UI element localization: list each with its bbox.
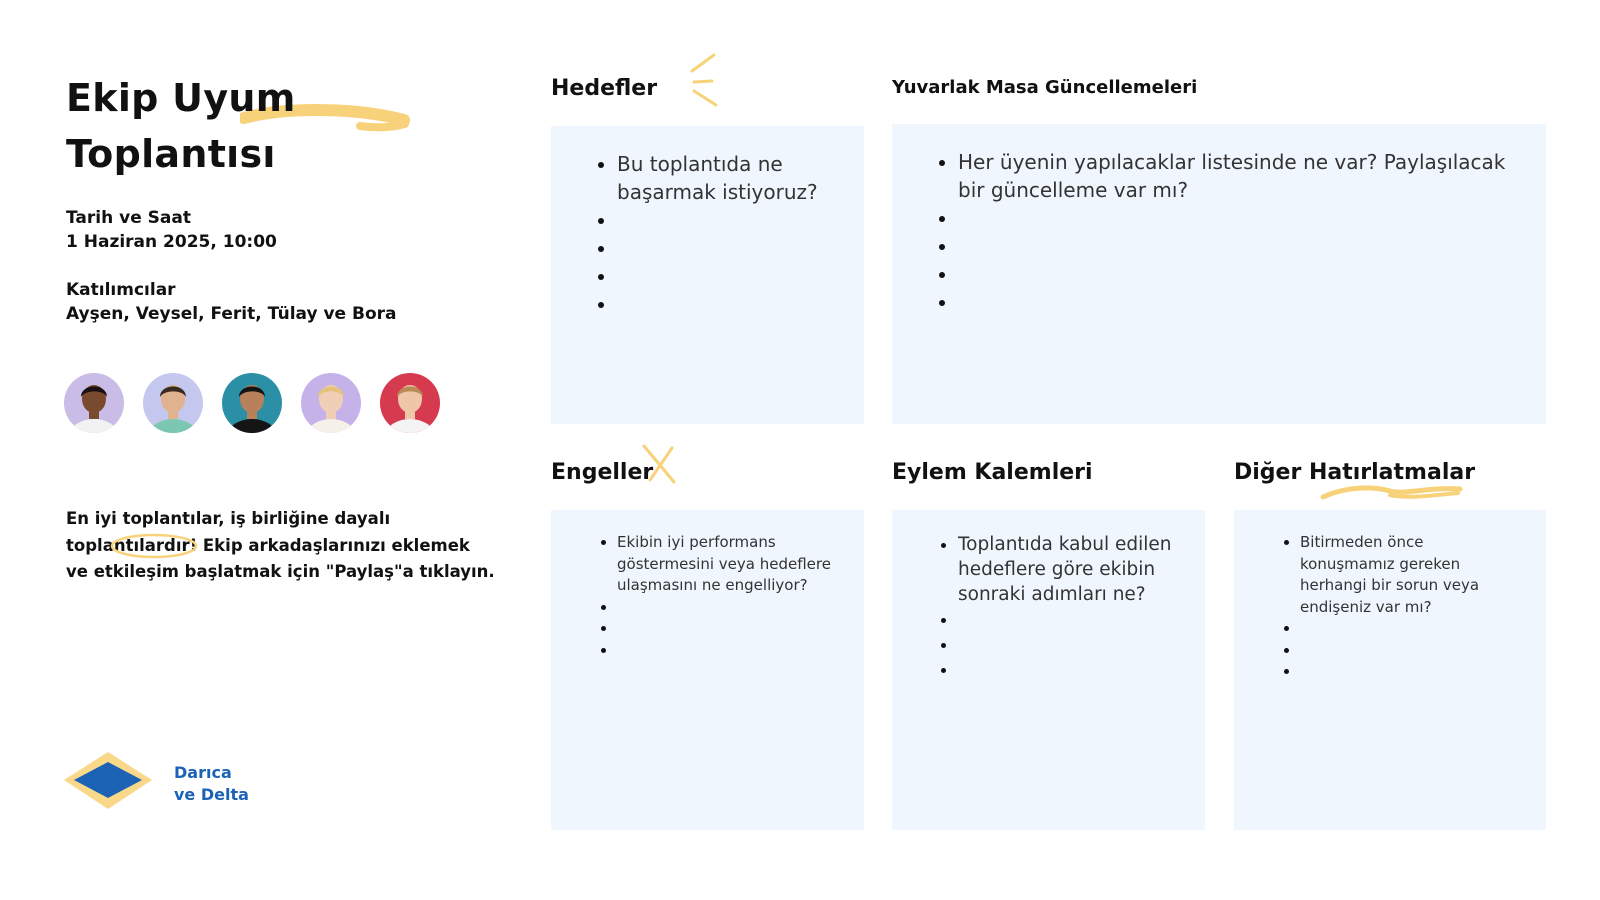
- list-item[interactable]: [617, 290, 846, 318]
- reminders-list: Bitirmeden önce konuşmamız gereken herha…: [1274, 532, 1522, 683]
- circle-highlight-decoration: [110, 533, 198, 559]
- goals-list: Bu toplantıda ne başarmak istiyoruz?: [591, 150, 846, 318]
- person-icon: [222, 373, 282, 433]
- obstacles-card[interactable]: Ekibin iyi performans göstermesini veya …: [551, 510, 864, 830]
- brush-stroke-decoration: [240, 104, 410, 132]
- date-value: 1 Haziran 2025, 10:00: [66, 232, 277, 252]
- list-item[interactable]: Ekibin iyi performans göstermesini veya …: [617, 532, 840, 597]
- list-item[interactable]: Bu toplantıda ne başarmak istiyoruz?: [617, 150, 846, 206]
- date-label: Tarih ve Saat: [66, 208, 191, 228]
- participant-avatar: [222, 373, 282, 433]
- obstacles-heading: Engeller: [551, 460, 654, 485]
- list-item[interactable]: [958, 288, 1528, 316]
- scribble-underline-decoration: [1320, 485, 1463, 500]
- participant-avatar: [380, 373, 440, 433]
- title-line-2: Toplantısı: [66, 132, 276, 176]
- participant-avatar: [143, 373, 203, 433]
- roundtable-heading: Yuvarlak Masa Güncellemeleri: [892, 77, 1198, 98]
- list-item[interactable]: [617, 618, 840, 640]
- list-item[interactable]: [958, 657, 1187, 682]
- list-item[interactable]: [617, 234, 846, 262]
- company-logo-icon: [64, 752, 152, 809]
- obstacles-list: Ekibin iyi performans göstermesini veya …: [591, 532, 840, 661]
- title-line-1: Ekip Uyum: [66, 76, 296, 120]
- person-icon: [301, 373, 361, 433]
- list-item[interactable]: [617, 206, 846, 234]
- person-icon: [64, 373, 124, 433]
- list-item[interactable]: [617, 262, 846, 290]
- goals-heading: Hedefler: [551, 76, 658, 101]
- list-item[interactable]: Toplantıda kabul edilen hedeflere göre e…: [958, 532, 1187, 607]
- page-title: Ekip Uyum Toplantısı: [66, 70, 296, 182]
- collaboration-tip: En iyi toplantılar, iş birliğine dayalı …: [66, 509, 495, 581]
- list-item[interactable]: [958, 204, 1528, 232]
- participant-avatars: [64, 373, 440, 433]
- list-item[interactable]: Her üyenin yapılacaklar listesinde ne va…: [958, 148, 1528, 204]
- list-item[interactable]: [1300, 640, 1522, 662]
- reminders-card[interactable]: Bitirmeden önce konuşmamız gereken herha…: [1234, 510, 1546, 830]
- list-item[interactable]: [958, 632, 1187, 657]
- company-name-line-1: Darıca: [174, 763, 232, 782]
- list-item[interactable]: [958, 232, 1528, 260]
- roundtable-list: Her üyenin yapılacaklar listesinde ne va…: [932, 148, 1528, 316]
- list-item[interactable]: [1300, 661, 1522, 683]
- participants-block: Katılımcılar Ayşen, Veysel, Ferit, Tülay…: [66, 278, 397, 326]
- person-icon: [143, 373, 203, 433]
- reminders-heading: Diğer Hatırlatmalar: [1234, 460, 1476, 485]
- list-item[interactable]: [958, 607, 1187, 632]
- date-block: Tarih ve Saat 1 Haziran 2025, 10:00: [66, 206, 277, 254]
- company-name: Darıca ve Delta: [174, 762, 249, 806]
- company-name-line-2: ve Delta: [174, 785, 249, 804]
- list-item[interactable]: [617, 640, 840, 662]
- spark-lines-decoration: [690, 53, 718, 107]
- participant-avatar: [64, 373, 124, 433]
- action-items-list: Toplantıda kabul edilen hedeflere göre e…: [932, 532, 1187, 682]
- roundtable-card[interactable]: Her üyenin yapılacaklar listesinde ne va…: [892, 124, 1546, 424]
- action-items-card[interactable]: Toplantıda kabul edilen hedeflere göre e…: [892, 510, 1205, 830]
- participants-value: Ayşen, Veysel, Ferit, Tülay ve Bora: [66, 304, 397, 324]
- participant-avatar: [301, 373, 361, 433]
- list-item[interactable]: [1300, 618, 1522, 640]
- list-item[interactable]: [958, 260, 1528, 288]
- action-items-heading: Eylem Kalemleri: [892, 460, 1093, 485]
- participants-label: Katılımcılar: [66, 280, 176, 300]
- list-item[interactable]: [617, 597, 840, 619]
- person-icon: [380, 373, 440, 433]
- list-item[interactable]: Bitirmeden önce konuşmamız gereken herha…: [1300, 532, 1522, 618]
- cross-mark-decoration: [642, 444, 676, 484]
- goals-card[interactable]: Bu toplantıda ne başarmak istiyoruz?: [551, 126, 864, 424]
